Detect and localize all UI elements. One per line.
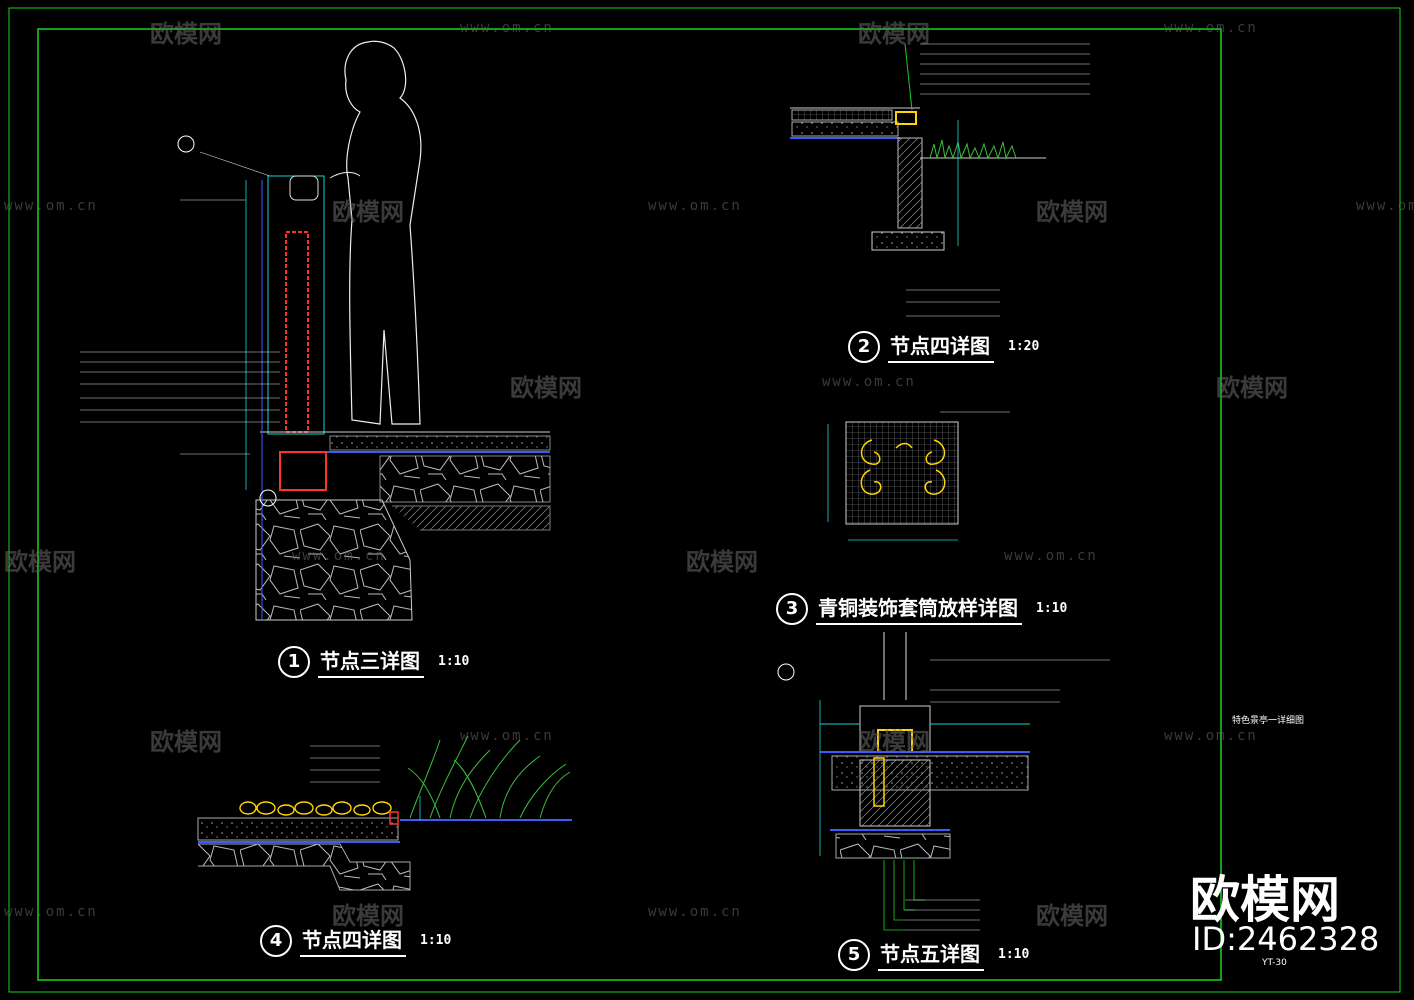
stone-base: [379, 455, 551, 503]
detail-scale: 1:10: [420, 933, 452, 948]
watermark-url: www.om.cn: [648, 904, 742, 920]
detail-1-drawing: [80, 40, 551, 621]
detail-number: 4: [260, 924, 292, 957]
brand-watermark: 欧模网: [1190, 871, 1340, 929]
brand-id: ID:2462328: [1192, 920, 1380, 958]
detail-title-text: 节点四详图: [888, 330, 994, 363]
detail-4-title: 4 节点四详图 1:10: [260, 924, 451, 957]
watermark-url: www.om.cn: [648, 198, 742, 214]
watermark-logo: 欧模网: [858, 20, 930, 48]
detail-scale: 1:10: [438, 654, 470, 669]
watermark-url: www.om.cn: [1356, 198, 1414, 214]
detail-2-drawing: [790, 43, 1090, 317]
detail-title-text: 节点五详图: [878, 938, 984, 971]
detail-4-drawing: [197, 735, 572, 891]
detail-number: 3: [776, 592, 808, 625]
watermark-logo: 欧模网: [332, 198, 404, 226]
foundation-rubble: [255, 499, 413, 621]
watermark-url: www.om.cn: [460, 728, 554, 744]
watermark-logo: 欧模网: [686, 548, 758, 576]
detail-scale: 1:10: [1036, 601, 1068, 616]
sheet-number: YT-30: [1262, 958, 1287, 968]
detail-scale: 1:10: [998, 947, 1030, 962]
paving-layer: [329, 435, 551, 451]
detail-scale: 1:20: [1008, 339, 1040, 354]
watermark-url: www.om.cn: [1164, 20, 1258, 36]
watermark-logo: 欧模网: [150, 20, 222, 48]
watermark-url: www.om.cn: [4, 198, 98, 214]
sheet-side-note: 特色景亭一详细图: [1232, 716, 1305, 726]
detail-3-drawing: [827, 411, 1010, 541]
grass: [929, 139, 1017, 160]
watermark-logo: 欧模网: [1036, 902, 1108, 930]
post-column: [267, 175, 325, 435]
detail-5-drawing: [777, 632, 1110, 931]
ornamental-grass: [407, 735, 571, 819]
detail-number: 5: [838, 938, 870, 971]
outer-frame: [8, 7, 1401, 993]
watermark-url: www.om.cn: [460, 20, 554, 36]
watermark-url: www.om.cn: [1164, 728, 1258, 744]
watermark-logo: 欧模网: [150, 728, 222, 756]
wall-pier: [897, 137, 923, 229]
detail-number: 1: [278, 645, 310, 678]
detail-1-title: 1 节点三详图 1:10: [278, 645, 469, 678]
watermark-logo: 欧模网: [510, 374, 582, 402]
watermark-logo: 欧模网: [4, 548, 76, 576]
detail-number: 2: [848, 330, 880, 363]
rebar-cage: [285, 231, 309, 433]
pebble-row: [239, 801, 392, 816]
footing-5: [859, 759, 931, 827]
watermark-logo: 欧模网: [1036, 198, 1108, 226]
watermark-logo: 欧模网: [332, 902, 404, 930]
watermark-logo: 欧模网: [1216, 374, 1288, 402]
detail-title-text: 节点四详图: [300, 924, 406, 957]
deck-boards: [791, 109, 893, 121]
footing: [871, 231, 945, 251]
detail-2-title: 2 节点四详图 1:20: [848, 330, 1039, 363]
watermark-url: www.om.cn: [292, 548, 386, 564]
watermark-url: www.om.cn: [1004, 548, 1098, 564]
inner-frame: [37, 28, 1222, 981]
detail-5-title: 5 节点五详图 1:10: [838, 938, 1029, 971]
detail-title-text: 青铜装饰套筒放样详图: [816, 592, 1022, 625]
detail-title-text: 节点三详图: [318, 645, 424, 678]
watermark-url: www.om.cn: [822, 374, 916, 390]
person-silhouette: [344, 40, 422, 425]
watermark-logo: 欧模网: [858, 728, 930, 756]
watermark-url: www.om.cn: [4, 904, 98, 920]
detail-3-title: 3 青铜装饰套筒放样详图 1:10: [776, 592, 1067, 625]
